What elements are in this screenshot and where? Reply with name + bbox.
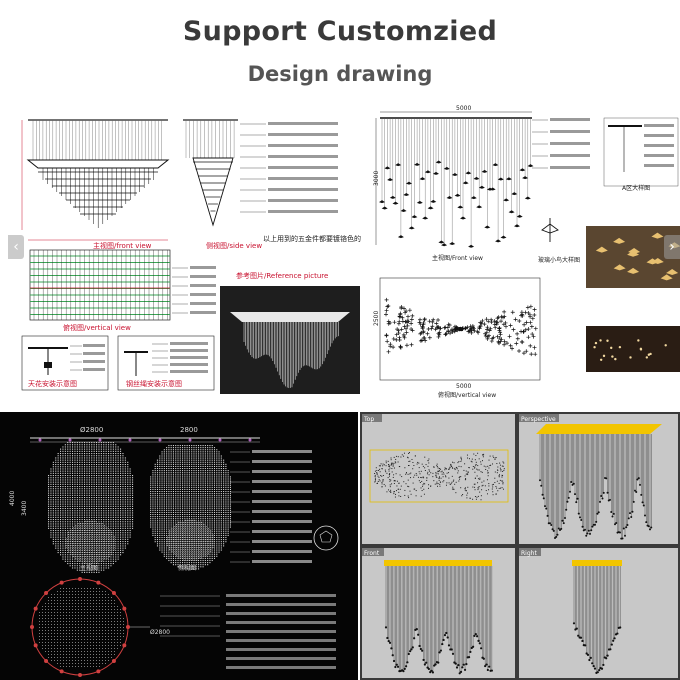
ceiling-install-label: 天花安装示意图 (28, 379, 77, 388)
perspective-viewport[interactable] (519, 414, 678, 544)
height-dimension-2: 3400 (21, 501, 28, 516)
cad-drawing-canvas-1: 主视图/front view 侧视图/side view 以上用到的五金件都要镀… (8, 100, 364, 400)
area-detail-label: A区大样图 (622, 184, 650, 192)
cad-drawing-panel-front-side: 主视图/front view 侧视图/side view 以上用到的五金件都要镀… (8, 100, 364, 400)
cad-drawing-canvas-2: 5000 3000 主视图/Front view 5000 俯视图/vertic… (372, 100, 680, 400)
dimension-right: 2800 (180, 426, 198, 434)
cad-drawing-panel-bird: 5000 3000 主视图/Front view 5000 俯视图/vertic… (372, 100, 680, 400)
cad-drawing-canvas-3: Ø2800 2800 4000 3400 主视图 侧视图 Ø2800 (9, 426, 339, 677)
right-viewport-label: Right (521, 550, 537, 557)
page-subtitle: Design drawing (247, 62, 433, 86)
viewport-grid: Top Perspective Front Right (360, 412, 680, 680)
carousel-next-button[interactable]: › (664, 235, 680, 259)
front-view-label: 主视图/front view (93, 241, 152, 250)
wire-install-label: 钢丝绳安装示意图 (126, 379, 182, 388)
height-dimension: 3000 (373, 171, 380, 186)
side-view-label: 侧视图 (178, 564, 196, 572)
bird-detail-label: 玻璃小鸟大样图 (538, 256, 580, 264)
cad-drawing-panel-buddha: Ø2800 2800 4000 3400 主视图 侧视图 Ø2800 (0, 412, 358, 680)
side-view-label: 侧视图/side view (206, 241, 262, 250)
front-view-label: 主视图/Front view (432, 254, 483, 262)
carousel-prev-button[interactable]: ‹ (8, 235, 24, 259)
front-viewport-label: Front (364, 550, 380, 557)
width-dimension-top: 5000 (456, 105, 471, 112)
front-viewport[interactable] (362, 548, 515, 678)
width-dimension-bottom: 5000 (456, 383, 471, 390)
perspective-viewport-label: Perspective (521, 416, 556, 423)
render-viewports-panel: Top Perspective Front Right (360, 412, 680, 680)
right-viewport[interactable] (519, 548, 678, 678)
hardware-note-label: 以上用到的五金件都要镀铬色的 (263, 234, 361, 243)
vertical-view-label: 俯视图/vertical view (438, 391, 496, 399)
vertical-view-label: 俯视图/vertical view (63, 323, 131, 332)
height-dimension: 4000 (9, 491, 16, 506)
dimension-left: Ø2800 (80, 426, 103, 434)
top-viewport-label: Top (363, 416, 374, 423)
circle-dimension: Ø2800 (150, 629, 170, 636)
reference-picture-label: 参考图片/Reference picture (236, 271, 328, 280)
front-view-label: 主视图 (80, 564, 98, 572)
top-viewport[interactable] (362, 414, 515, 544)
page-title: Support Customzied (182, 16, 498, 47)
depth-dimension: 2500 (373, 311, 380, 326)
